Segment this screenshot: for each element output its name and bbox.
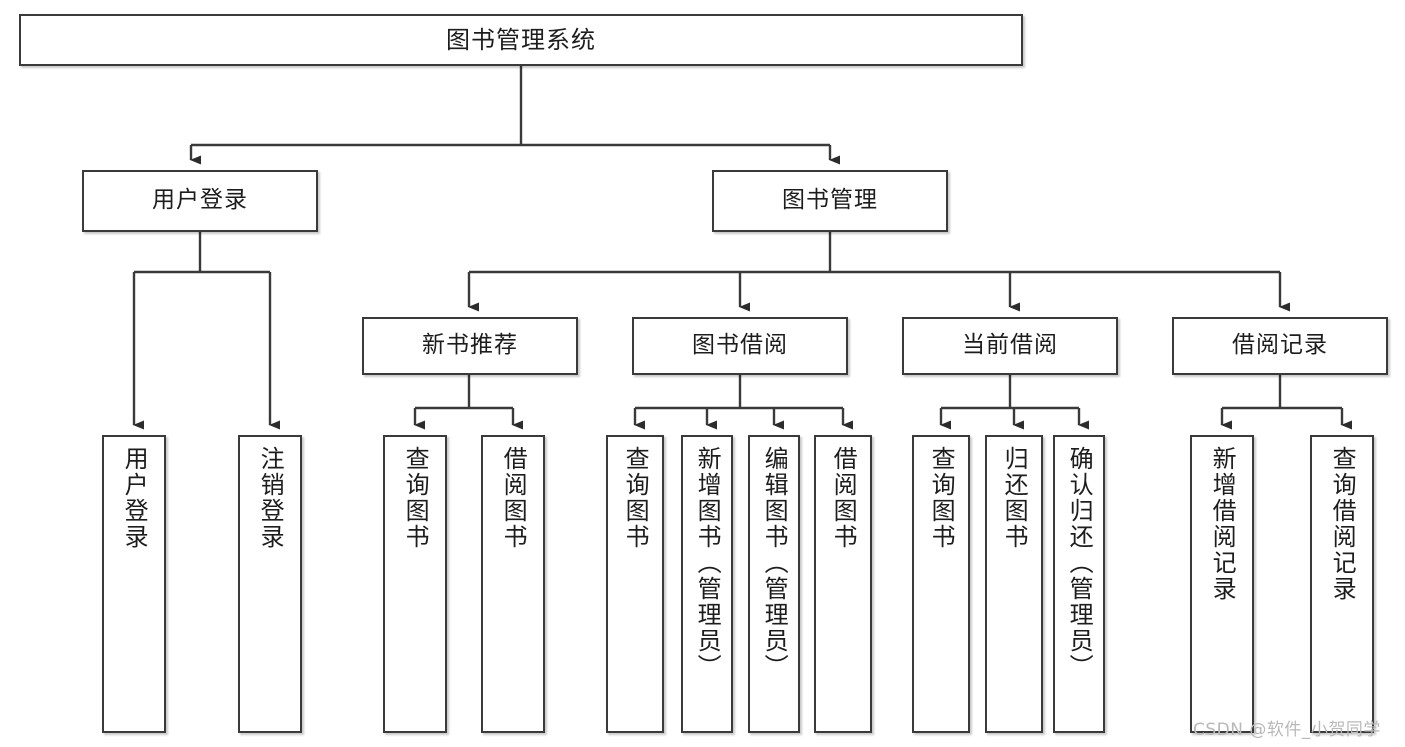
node-root[interactable]: 图书管理系统 bbox=[19, 14, 1023, 66]
node-book-borrow-label: 图书借阅 bbox=[692, 332, 788, 359]
leaf-query-book-2[interactable]: 查询图书 bbox=[606, 435, 664, 733]
node-book-management-label: 图书管理 bbox=[782, 187, 878, 214]
node-user-login[interactable]: 用户登录 bbox=[82, 170, 318, 232]
leaf-query-book-1-label: 查询图书 bbox=[401, 446, 430, 550]
leaf-query-borrow-record[interactable]: 查询借阅记录 bbox=[1310, 435, 1374, 733]
leaf-borrow-book-2[interactable]: 借阅图书 bbox=[814, 435, 872, 733]
csdn-watermark: CSDN @软件_小贺同学 bbox=[1193, 720, 1381, 740]
leaf-add-borrow-record-label: 新增借阅记录 bbox=[1208, 446, 1237, 602]
leaf-query-book-1[interactable]: 查询图书 bbox=[383, 435, 447, 733]
leaf-user-login[interactable]: 用户登录 bbox=[102, 435, 166, 733]
leaf-return-book[interactable]: 归还图书 bbox=[985, 435, 1043, 733]
leaf-edit-book-admin[interactable]: 编辑图书（管理员） bbox=[748, 435, 800, 733]
leaf-query-borrow-record-label: 查询借阅记录 bbox=[1328, 446, 1357, 602]
node-new-book-recommend[interactable]: 新书推荐 bbox=[362, 317, 578, 375]
leaf-borrow-book-1[interactable]: 借阅图书 bbox=[481, 435, 545, 733]
leaf-user-login-label: 用户登录 bbox=[120, 446, 149, 550]
leaf-query-book-3-label: 查询图书 bbox=[927, 446, 956, 550]
leaf-query-book-2-label: 查询图书 bbox=[621, 446, 650, 550]
leaf-borrow-book-1-label: 借阅图书 bbox=[499, 446, 528, 550]
node-borrow-record-label: 借阅记录 bbox=[1232, 332, 1328, 359]
node-current-borrow[interactable]: 当前借阅 bbox=[902, 317, 1118, 375]
leaf-confirm-return-admin-label: 确认归还（管理员） bbox=[1065, 446, 1094, 680]
node-current-borrow-label: 当前借阅 bbox=[962, 332, 1058, 359]
leaf-confirm-return-admin[interactable]: 确认归还（管理员） bbox=[1053, 435, 1105, 733]
node-book-management[interactable]: 图书管理 bbox=[712, 170, 948, 232]
leaf-query-book-3[interactable]: 查询图书 bbox=[912, 435, 970, 733]
leaf-add-book-admin-label: 新增图书（管理员） bbox=[693, 446, 722, 680]
node-user-login-label: 用户登录 bbox=[152, 187, 248, 214]
leaf-borrow-book-2-label: 借阅图书 bbox=[829, 446, 858, 550]
leaf-return-book-label: 归还图书 bbox=[1000, 446, 1029, 550]
leaf-add-book-admin[interactable]: 新增图书（管理员） bbox=[681, 435, 733, 733]
leaf-logout-login-label: 注销登录 bbox=[256, 446, 285, 550]
leaf-add-borrow-record[interactable]: 新增借阅记录 bbox=[1190, 435, 1254, 733]
leaf-edit-book-admin-label: 编辑图书（管理员） bbox=[760, 446, 789, 680]
node-new-book-recommend-label: 新书推荐 bbox=[422, 332, 518, 359]
leaf-logout-login[interactable]: 注销登录 bbox=[238, 435, 302, 733]
node-borrow-record[interactable]: 借阅记录 bbox=[1172, 317, 1388, 375]
node-book-borrow[interactable]: 图书借阅 bbox=[632, 317, 848, 375]
node-root-label: 图书管理系统 bbox=[446, 25, 596, 54]
